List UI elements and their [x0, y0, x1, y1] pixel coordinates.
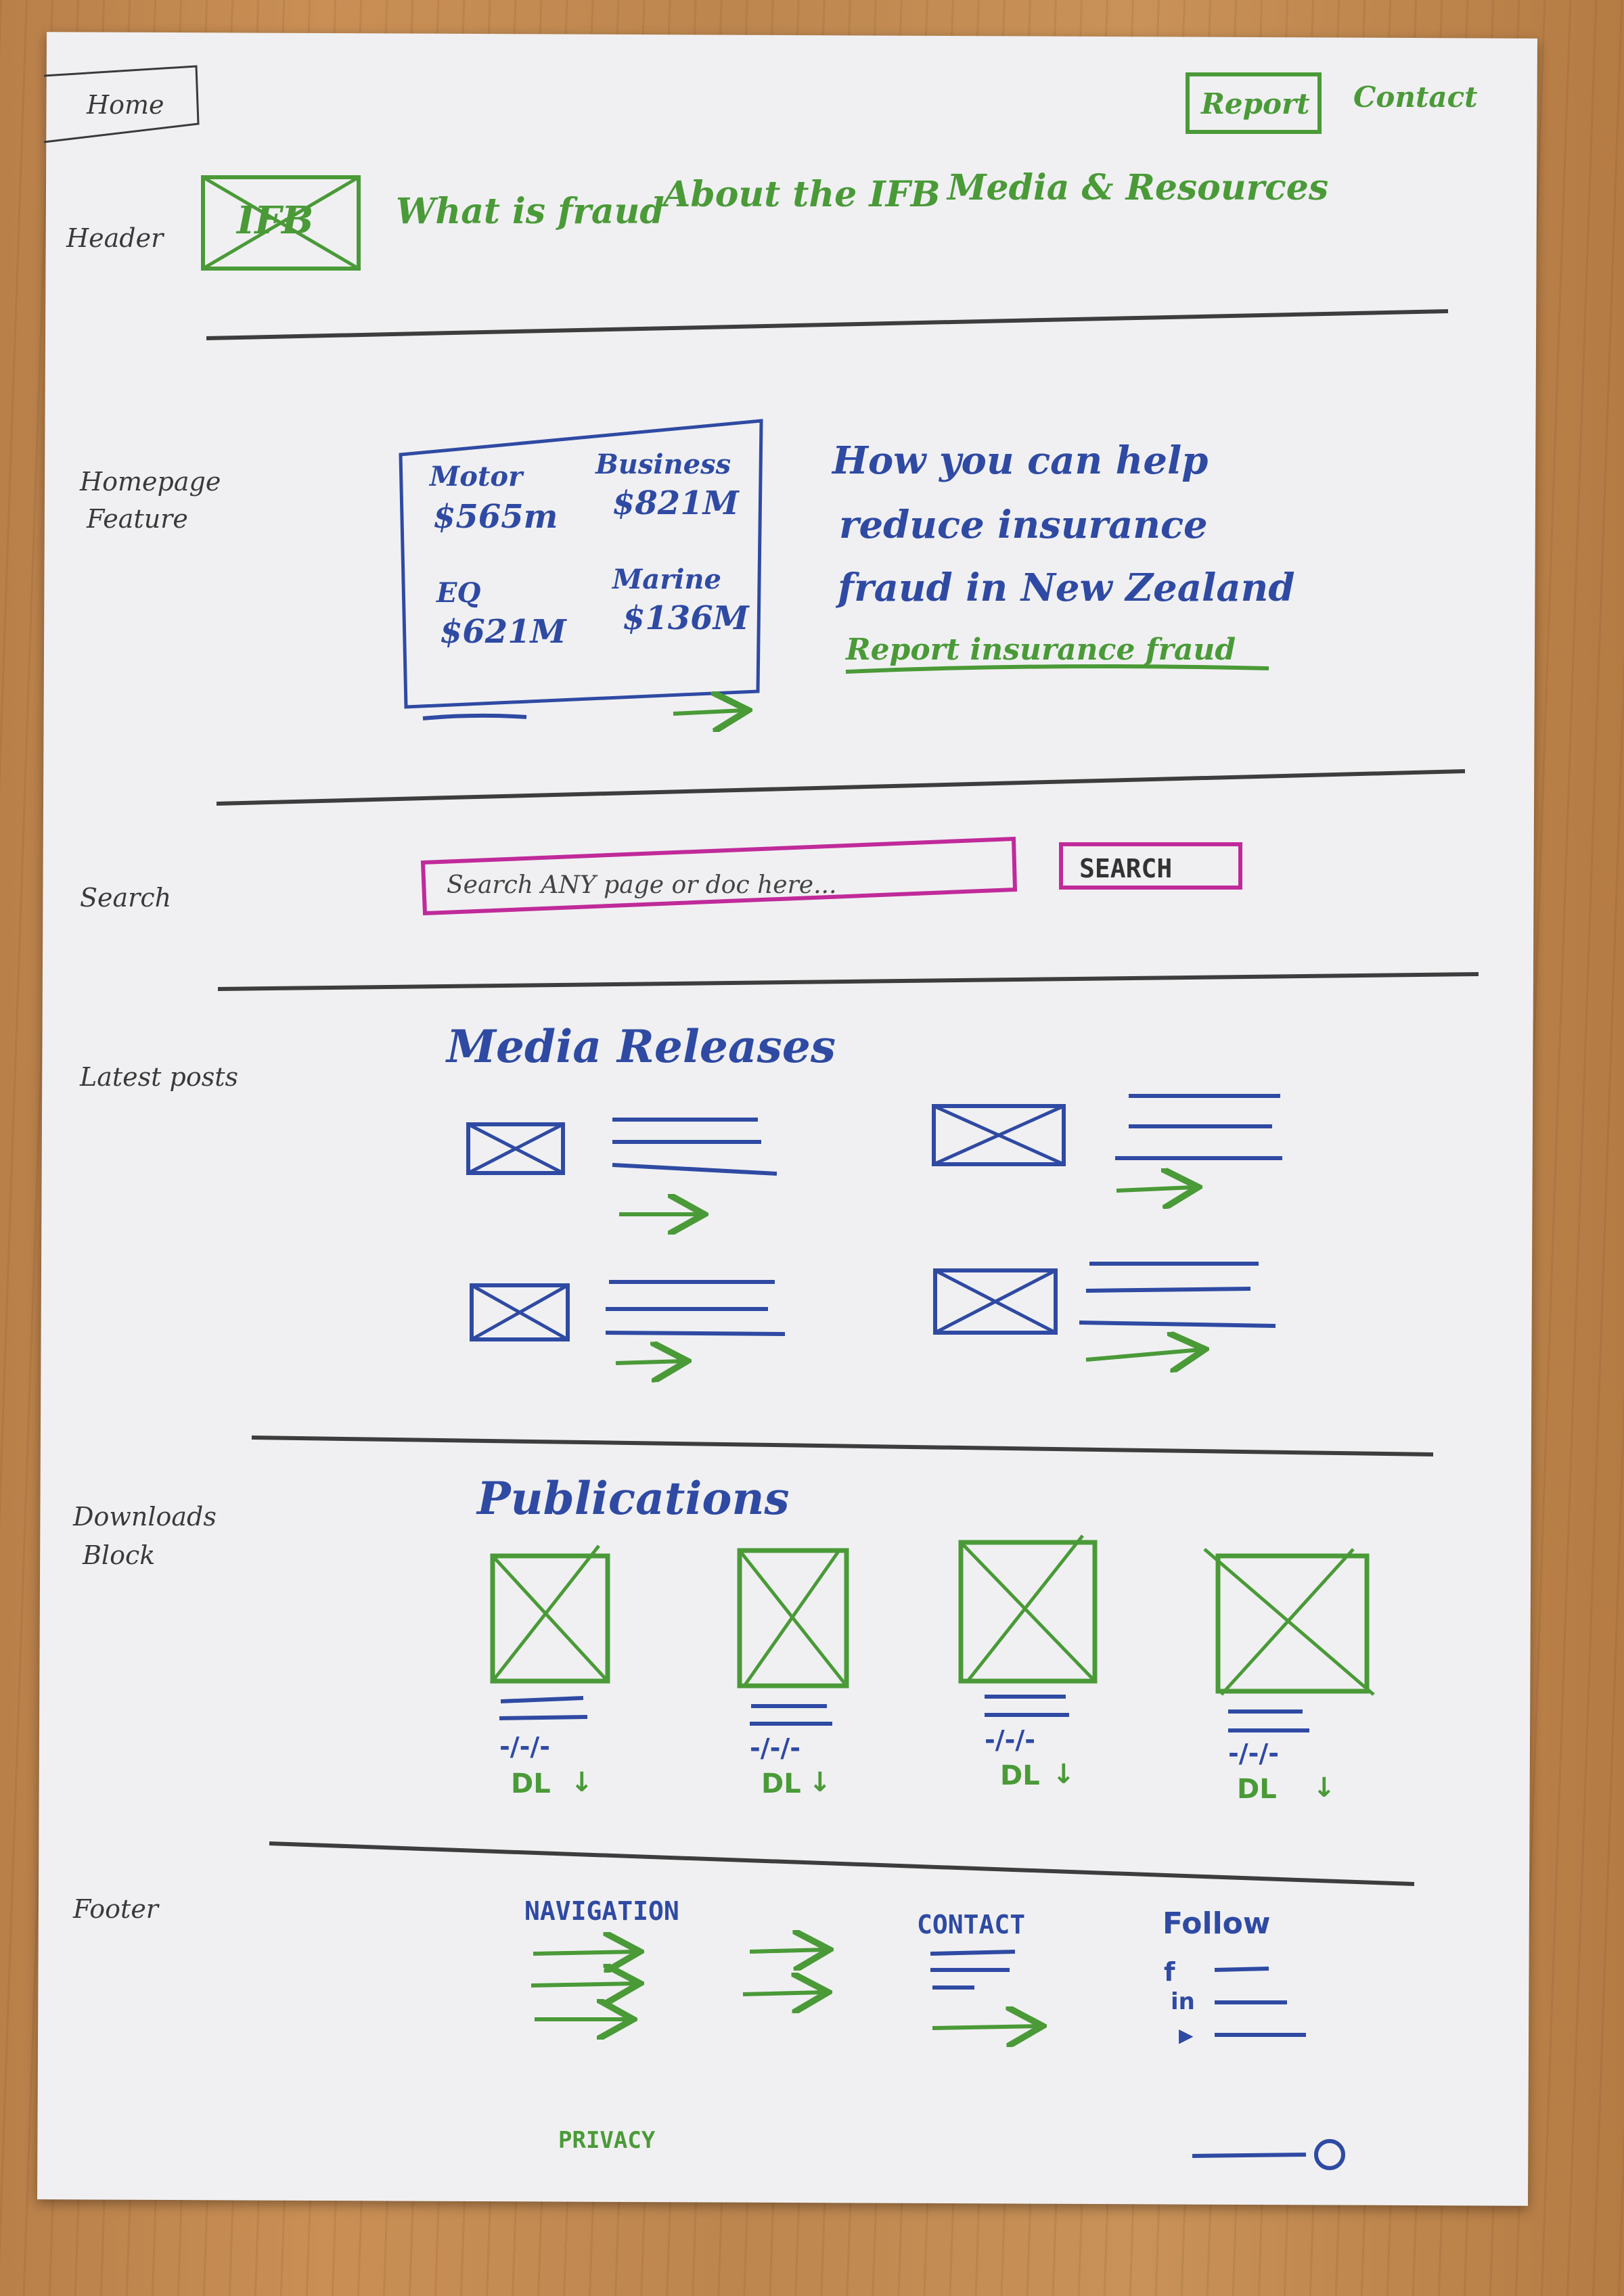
image-placeholder-icon — [470, 1283, 570, 1341]
logo-text: IFB — [235, 198, 313, 243]
nav-about-the-ifb[interactable]: About the IFB — [660, 174, 941, 215]
download-link[interactable]: DL — [761, 1768, 801, 1799]
download-link[interactable]: DL — [511, 1768, 551, 1799]
image-placeholder-icon — [932, 1104, 1066, 1166]
download-link[interactable]: DL — [1237, 1774, 1277, 1805]
read-more-arrow-icon[interactable] — [1085, 1350, 1201, 1360]
stat-value: $565m — [433, 498, 558, 536]
search-input[interactable]: Search ANY page or doc here... — [447, 871, 836, 899]
footer-signature-line — [1192, 2153, 1307, 2158]
search-section-label: Search — [80, 883, 171, 913]
logo[interactable]: IFB — [201, 175, 361, 271]
publication-cover-placeholder-icon — [490, 1553, 610, 1684]
footer-contact-arrow-icon[interactable] — [932, 2026, 1039, 2028]
feature-headline-line2: reduce insurance — [839, 503, 1208, 547]
report-fraud-link[interactable]: Report insurance fraud — [844, 633, 1236, 667]
youtube-icon[interactable]: ▶ — [1179, 2024, 1194, 2046]
search-section: Search Search ANY page or doc here... SE… — [80, 836, 1242, 916]
media-release-card[interactable] — [933, 1262, 1276, 1360]
header-section-label: Header — [66, 223, 165, 253]
publication-card[interactable]: -/-/- DL ↓ — [490, 1544, 610, 1799]
publication-card[interactable]: -/-/- DL ↓ — [1203, 1548, 1375, 1805]
home-tab-outline — [43, 65, 200, 143]
image-placeholder-icon — [933, 1268, 1058, 1335]
footer-nav-link-arrow-icon[interactable] — [531, 1983, 636, 1985]
footer-navigation-title: NAVIGATION — [524, 1896, 679, 1926]
carousel-indicator[interactable] — [422, 713, 527, 720]
download-arrow-icon[interactable]: ↓ — [570, 1767, 593, 1798]
feature-headline-line3: fraud in New Zealand — [835, 566, 1294, 610]
publication-date: -/-/- — [985, 1725, 1035, 1755]
footer-section: Footer NAVIGATION CONTACT Follow f in ▶ … — [72, 1894, 1345, 2170]
utility-nav: Home Report Contact — [43, 65, 1478, 143]
publication-date: -/-/- — [1228, 1739, 1279, 1768]
home-tab[interactable]: Home — [86, 90, 164, 120]
download-link[interactable]: DL — [1000, 1760, 1040, 1791]
media-release-card[interactable] — [932, 1094, 1282, 1191]
nav-media-resources[interactable]: Media & Resources — [946, 167, 1328, 208]
contact-link[interactable]: Contact — [1353, 81, 1478, 114]
header-section: Header IFB What is fraud About the IFB M… — [66, 167, 1328, 271]
publication-cover-placeholder-icon — [737, 1548, 849, 1689]
stat-value: $136M — [623, 599, 750, 637]
stat-label: Business — [595, 449, 731, 480]
latest-posts-section: Latest posts Media Releases — [79, 1020, 1282, 1363]
latest-posts-section-label: Latest posts — [79, 1062, 238, 1092]
publication-cover-placeholder-icon — [958, 1540, 1098, 1684]
read-more-arrow-icon[interactable] — [1116, 1187, 1194, 1191]
download-arrow-icon[interactable]: ↓ — [1052, 1759, 1075, 1790]
stat-value: $821M — [612, 484, 740, 522]
downloads-section-label-line1: Downloads — [72, 1502, 217, 1532]
stat-label: Marine — [611, 564, 721, 595]
footer-nav-link-arrow-icon[interactable] — [749, 1950, 826, 1952]
publication-card[interactable]: -/-/- DL ↓ — [958, 1534, 1098, 1791]
publication-card[interactable]: -/-/- DL ↓ — [737, 1548, 849, 1799]
read-more-arrow-icon[interactable] — [615, 1361, 683, 1363]
footer-nav-link-arrow-icon[interactable] — [533, 1952, 636, 1954]
feature-section-label-line1: Homepage — [79, 467, 221, 497]
homepage-feature-section: Homepage Feature Motor $565m Business $8… — [79, 419, 1294, 720]
footer-follow-title: Follow — [1163, 1906, 1271, 1941]
linkedin-icon[interactable]: in — [1171, 1988, 1195, 2015]
stat-value: $621M — [440, 613, 568, 651]
stat-label: EQ — [436, 577, 480, 609]
feature-headline-line1: How you can help — [831, 438, 1208, 483]
carousel-next-arrow-icon[interactable] — [673, 710, 744, 714]
divider — [269, 1841, 1415, 1886]
media-release-card[interactable] — [466, 1118, 777, 1214]
search-button[interactable]: SEARCH — [1079, 854, 1172, 883]
cta-underline — [845, 664, 1269, 674]
publication-cover-placeholder-icon — [1215, 1553, 1370, 1694]
publication-date: -/-/- — [750, 1733, 800, 1763]
downloads-section: Downloads Block Publications -/-/- DL ↓ … — [72, 1472, 1375, 1805]
nav-what-is-fraud[interactable]: What is fraud — [396, 191, 664, 232]
download-arrow-icon[interactable]: ↓ — [1313, 1772, 1336, 1804]
feature-section-label-line2: Feature — [86, 504, 188, 534]
media-releases-title: Media Releases — [445, 1020, 836, 1073]
media-release-card[interactable] — [470, 1280, 786, 1363]
divider — [206, 309, 1449, 340]
back-to-top-icon[interactable] — [1314, 2139, 1345, 2170]
search-input-outline — [420, 836, 1018, 916]
privacy-link[interactable]: PRIVACY — [558, 2127, 656, 2154]
search-button-outline — [1059, 842, 1242, 890]
divider — [217, 972, 1479, 991]
publication-date: -/-/- — [499, 1732, 550, 1762]
report-button-outline — [1186, 72, 1322, 134]
divider — [251, 1436, 1434, 1456]
footer-section-label: Footer — [72, 1894, 160, 1924]
footer-nav-link-arrow-icon[interactable] — [742, 1992, 824, 1994]
footer-contact-title: CONTACT — [917, 1910, 1025, 1939]
publications-title: Publications — [476, 1472, 790, 1525]
stats-carousel[interactable]: Motor $565m Business $821M EQ $621M Mari… — [399, 419, 763, 709]
divider — [216, 769, 1466, 806]
stat-label: Motor — [428, 461, 524, 492]
downloads-section-label-line2: Block — [82, 1540, 155, 1570]
facebook-icon[interactable]: f — [1164, 1957, 1175, 1987]
image-placeholder-icon — [466, 1122, 565, 1175]
report-button[interactable]: Report — [1200, 87, 1310, 120]
download-arrow-icon[interactable]: ↓ — [809, 1767, 832, 1798]
